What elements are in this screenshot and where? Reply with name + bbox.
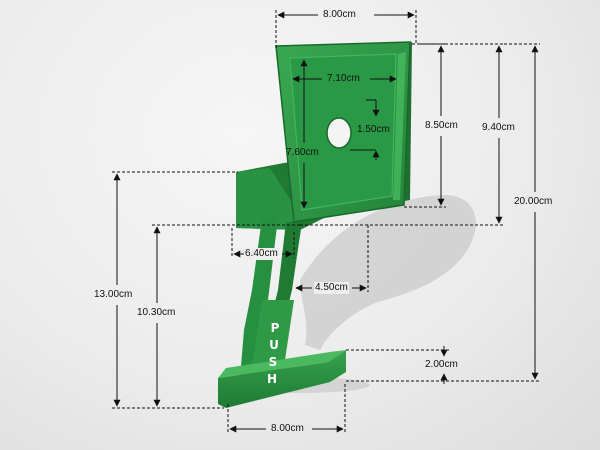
dim-inner-width-label: 7.10cm [327,73,360,84]
dim-height-1300-label: 13.00cm [94,289,133,300]
dim-height-1030-label: 10.30cm [137,307,176,318]
dim-inner-height-label: 7.60cm [286,147,319,158]
mount-hole [326,117,352,149]
foot-top [218,350,346,378]
dim-foot-width-label: 8.00cm [271,423,304,434]
push-letter: P [270,321,280,335]
dim-top-width-label: 8.00cm [323,9,356,20]
foot-pedal [218,350,346,408]
dim-height-940-label: 9.40cm [482,122,515,133]
rim-ridge [393,52,406,200]
dim-foot-height-label: 2.00cm [425,359,458,370]
push-letter: H [266,372,278,386]
cast-shadow [300,194,476,350]
dim-hole-label: 1.50cm [357,124,390,135]
dim-arm-spacing-label: 6.40cm [244,248,279,260]
dim-arm-offset-label: 4.50cm [314,282,349,294]
dimension-lines [112,10,540,434]
push-letter: S [268,355,278,369]
bracket-side [236,168,300,230]
dim-total-height-label: 20.00cm [514,196,553,207]
push-letter: U [269,338,279,352]
dim-height-850-label: 8.50cm [425,120,458,131]
